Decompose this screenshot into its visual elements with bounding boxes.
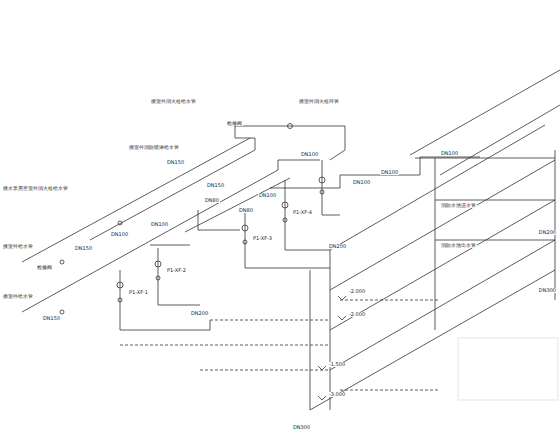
pipe-label: 接室外消火栓给水管 [150, 99, 197, 104]
pipe-label: DN200 [190, 311, 209, 316]
pipe-label: P1-XF-3 [252, 236, 273, 241]
pipe-label: DN150 [42, 316, 61, 321]
pipe-label: DN150 [74, 246, 93, 251]
pipe-label: P1-XF-2 [166, 268, 187, 273]
pipe-label: DN150 [166, 160, 185, 165]
pipe-label: DN100 [352, 180, 371, 185]
pipe-label: DN150 [206, 183, 225, 188]
pipe-label: 检修阀 [36, 265, 53, 270]
pipe-label: 接室外给水管 [2, 294, 34, 299]
pipe-label: DN80 [204, 198, 220, 203]
pipe-label: 消防水池进水管 [440, 203, 477, 208]
pipe-label: DN300 [538, 288, 557, 293]
pipe-label: -2.000 [348, 312, 366, 317]
pipe-label: -1.500 [328, 362, 346, 367]
pipe-label: 接水泵房至室外消火栓给水管 [2, 186, 69, 191]
pipe-label: P1-XF-4 [292, 210, 313, 215]
pipe-label: DN100 [300, 152, 319, 157]
pipe-label: DN100 [440, 151, 459, 156]
pipe-label: DN200 [538, 230, 557, 235]
pipe-label: 接室外消防喷淋给水管 [128, 145, 180, 150]
pipe-label: 接室外给水管 [2, 244, 34, 249]
pipe-label: DN300 [292, 425, 311, 430]
pipe-label: DN100 [258, 193, 277, 198]
pipe-label: 检修阀 [226, 121, 243, 126]
pipe-label: -3.000 [328, 392, 346, 397]
pipe-label: DN100 [150, 222, 169, 227]
pipe-label: DN100 [380, 170, 399, 175]
pipe-label: DN80 [238, 208, 254, 213]
pipe-label: DN200 [328, 244, 347, 249]
pipe-label: -2.000 [348, 289, 366, 294]
pipe-label: DN100 [110, 232, 129, 237]
pipe-label: 消防水池出水管 [440, 243, 477, 248]
pipe-label: 接室外消火栓环管 [298, 99, 340, 104]
pipe-label: P1-XF-1 [128, 290, 149, 295]
